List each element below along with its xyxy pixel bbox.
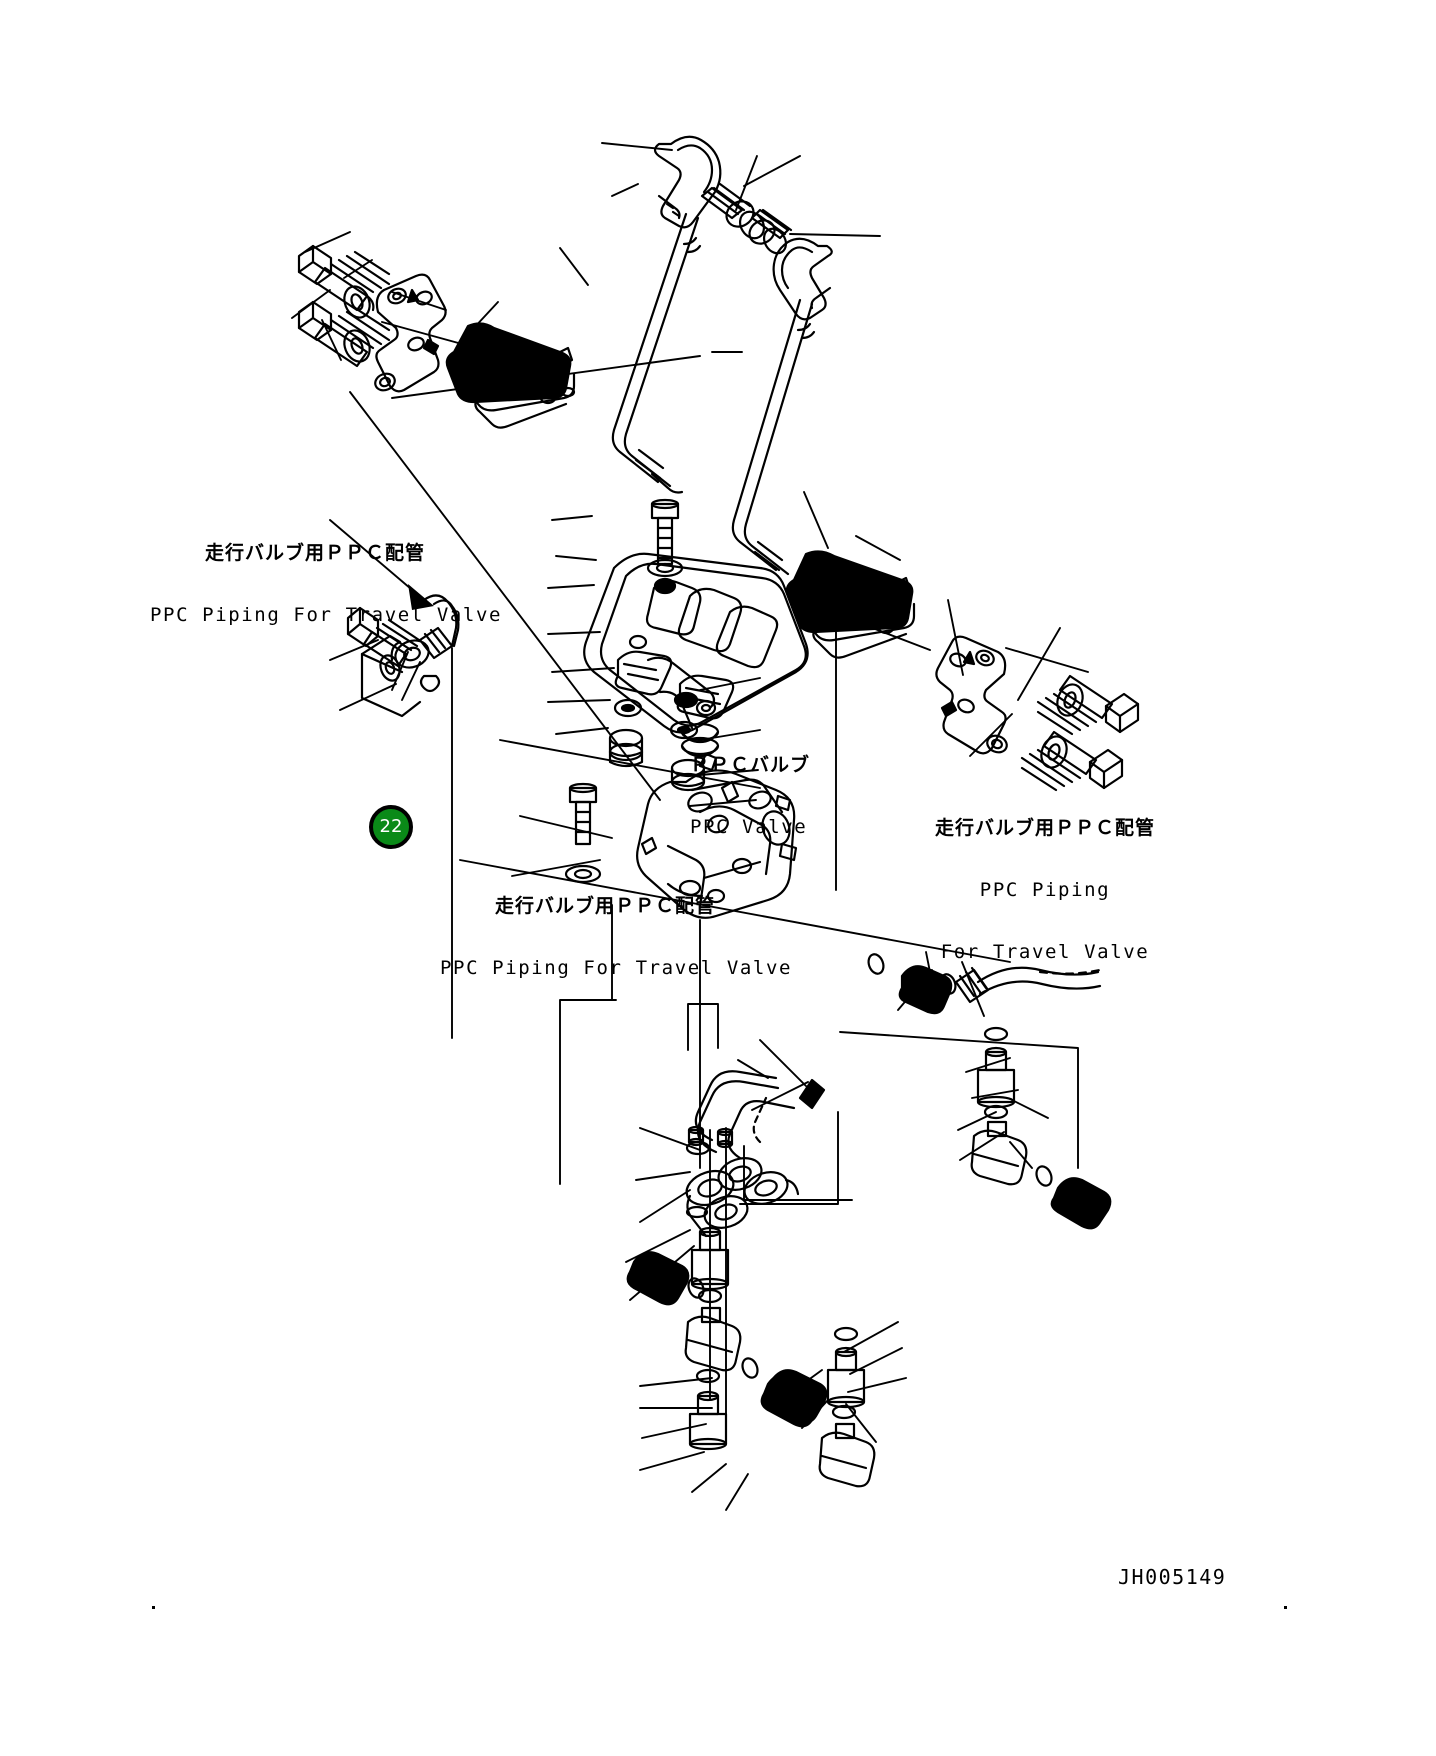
label-ppc-piping-travel-valve-left: 走行バルブ用ＰＰＣ配管 PPC Piping For Travel Valve bbox=[150, 503, 503, 666]
lever-thread-left bbox=[700, 182, 766, 240]
registration-mark-left bbox=[152, 1606, 155, 1609]
washer-boot bbox=[646, 558, 684, 578]
bushing-1 bbox=[608, 728, 644, 768]
washer-small-1 bbox=[613, 698, 643, 718]
label-jp-text: ＰＰＣバルブ bbox=[690, 754, 811, 777]
hose-manifold bbox=[685, 1070, 826, 1238]
o-ring-upper-right-3 bbox=[1035, 1165, 1053, 1187]
fitting-right-straight-1 bbox=[826, 1346, 866, 1409]
o-ring-upper-right-2 bbox=[983, 1104, 1009, 1120]
pedal-left bbox=[445, 322, 576, 429]
label-en-text-line1: PPC Piping bbox=[979, 879, 1111, 902]
right-hose-assembly bbox=[954, 966, 1102, 1004]
hex-bolt-upper-left-2 bbox=[297, 300, 391, 368]
o-ring-right-1 bbox=[833, 1326, 859, 1342]
lever-thread-right bbox=[748, 208, 793, 255]
label-en-text: PPC Piping For Travel Valve bbox=[150, 604, 503, 627]
spacer-plate-1 bbox=[614, 650, 673, 696]
label-en-text: PPC Valve bbox=[690, 816, 808, 839]
o-ring-right-2 bbox=[831, 1404, 857, 1420]
lever-knob-left bbox=[653, 135, 722, 229]
o-ring-left-2 bbox=[741, 1357, 759, 1379]
rubber-boot-cover bbox=[583, 552, 809, 734]
lever-rod-right bbox=[731, 298, 816, 576]
o-ring-right-hose-1 bbox=[867, 953, 885, 975]
o-ring-upper-right-1 bbox=[983, 1026, 1009, 1042]
label-ppc-piping-travel-valve-right: 走行バルブ用ＰＰＣ配管 PPC Piping For Travel Valve bbox=[900, 778, 1190, 1004]
plug-boot bbox=[653, 577, 677, 595]
valve-spring bbox=[680, 722, 720, 758]
hex-bolt-boot bbox=[650, 498, 680, 566]
hex-bolt-valve-left bbox=[568, 782, 598, 846]
hex-bolt-right-2 bbox=[1020, 730, 1124, 792]
washer-upper-left-2 bbox=[343, 329, 371, 363]
fitting-left-straight-2 bbox=[688, 1390, 728, 1451]
label-jp-text: 走行バルブ用ＰＰＣ配管 bbox=[204, 542, 425, 565]
fitting-upper-right-angled bbox=[1050, 1177, 1112, 1230]
left-hose-fitting bbox=[394, 594, 460, 693]
label-jp-text: 走行バルブ用ＰＰＣ配管 bbox=[494, 895, 715, 918]
right-elbow-fitting bbox=[898, 965, 953, 1015]
mounting-bracket-right bbox=[935, 635, 1008, 755]
o-ring-small-1 bbox=[673, 691, 699, 709]
o-ring-right-hose-2 bbox=[939, 973, 957, 995]
label-jp-text: 走行バルブ用ＰＰＣ配管 bbox=[934, 817, 1155, 840]
fitting-left-elbow-1 bbox=[684, 1306, 742, 1372]
mounting-bracket-left bbox=[374, 273, 447, 393]
fitting-right-angled-1 bbox=[764, 1369, 828, 1424]
callout-badge-22[interactable]: 22 bbox=[369, 805, 413, 849]
fitting-upper-right-elbow bbox=[970, 1120, 1028, 1186]
registration-mark-right bbox=[1284, 1606, 1287, 1609]
hex-bolt-right-1 bbox=[1036, 674, 1140, 736]
fitting-right-elbow-1 bbox=[818, 1422, 876, 1488]
lever-rod-left bbox=[611, 212, 702, 494]
label-arrow-left bbox=[408, 584, 434, 610]
label-en-text: PPC Piping For Travel Valve bbox=[440, 957, 793, 980]
ppc-valve-body bbox=[636, 752, 798, 919]
o-ring-left-3 bbox=[695, 1368, 721, 1384]
washer-valve-left bbox=[564, 864, 602, 884]
o-ring-manifold-2 bbox=[685, 1205, 709, 1219]
label-ppc-piping-travel-valve-bottom: 走行バルブ用ＰＰＣ配管 PPC Piping For Travel Valve bbox=[440, 856, 793, 1019]
fitting-mid-left-angled bbox=[626, 1251, 690, 1306]
drawing-code: JH005149 bbox=[1118, 1565, 1227, 1589]
o-ring-manifold-1 bbox=[685, 1140, 711, 1156]
o-ring-left-1 bbox=[697, 1288, 723, 1304]
label-ppc-valve: ＰＰＣバルブ PPC Valve bbox=[690, 715, 900, 878]
o-ring-left-lower bbox=[379, 654, 401, 682]
o-ring-mid-left bbox=[687, 1277, 705, 1299]
label-en-text-line2: For Travel Valve bbox=[940, 941, 1150, 964]
hex-bolt-left-lower bbox=[346, 606, 421, 668]
fitting-left-straight-1 bbox=[690, 1226, 730, 1291]
washer-upper-left-1 bbox=[343, 285, 371, 319]
